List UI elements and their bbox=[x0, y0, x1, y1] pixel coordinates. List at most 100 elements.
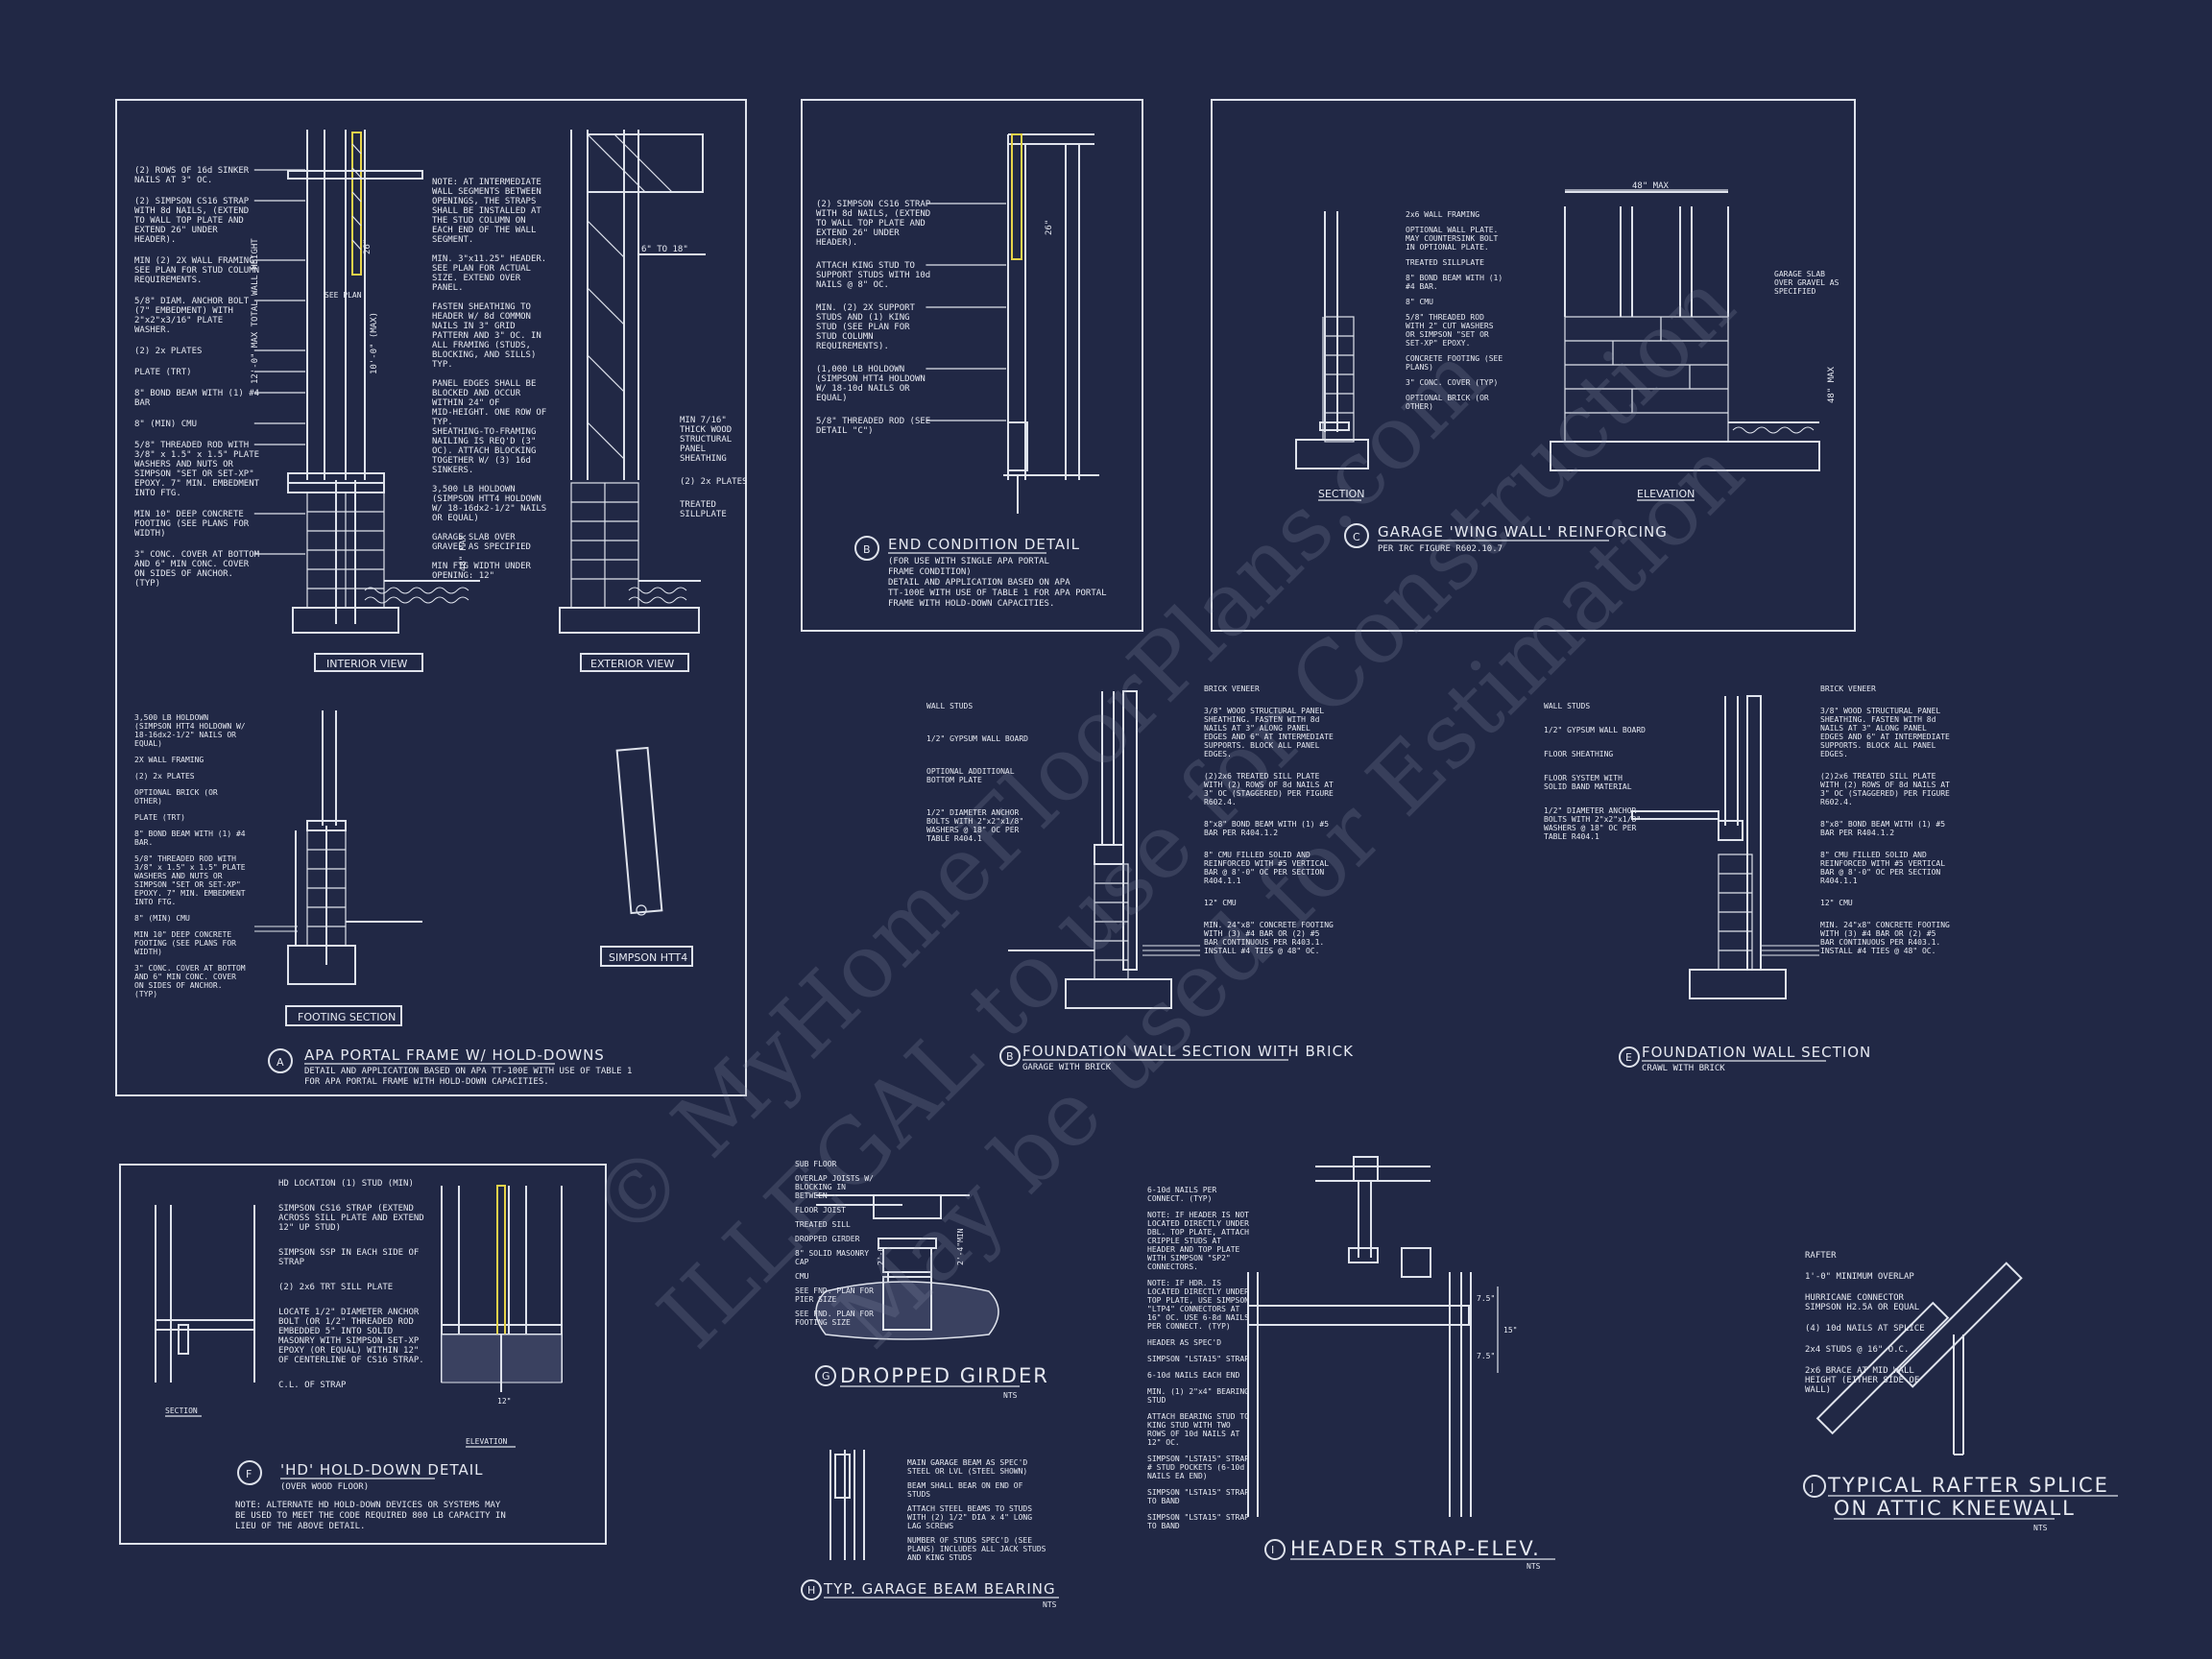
detail-c-title: GARAGE 'WING WALL' REINFORCING bbox=[1378, 523, 1668, 541]
detail-f-note-3: LIEU OF THE ABOVE DETAIL. bbox=[235, 1522, 365, 1531]
note-text: 8" (MIN) CMU bbox=[134, 914, 190, 923]
detail-c-section-drawing bbox=[1295, 211, 1369, 469]
see-plan: SEE PLAN bbox=[325, 291, 362, 300]
detail-i-nts: NTS bbox=[1527, 1562, 1541, 1571]
simpson-box bbox=[600, 946, 693, 967]
i-dim-15: 15" bbox=[1503, 1326, 1517, 1334]
detail-a-footing-drawing bbox=[254, 710, 663, 985]
detail-i-bubble bbox=[1264, 1539, 1286, 1560]
note-text: C.L. OF STRAP bbox=[278, 1381, 347, 1390]
detail-b1-sub-2: FRAME CONDITION) bbox=[888, 567, 972, 577]
note-text: 3" CONC. COVER (TYP) bbox=[1406, 378, 1498, 387]
note-text: SUB FLOOR bbox=[795, 1160, 837, 1168]
note-text: TREATED SILL bbox=[795, 1220, 851, 1229]
detail-e-title: FOUNDATION WALL SECTION bbox=[1642, 1044, 1871, 1061]
g-dim-24: 2'-4"MIN bbox=[956, 1228, 965, 1265]
detail-c-letter: C bbox=[1353, 531, 1360, 543]
note-text: PLATE (TRT) bbox=[134, 813, 185, 822]
detail-b2-drawing bbox=[1008, 690, 1200, 1009]
f-elevation-label: ELEVATION bbox=[466, 1437, 508, 1446]
detail-a-exterior-drawing bbox=[559, 130, 706, 634]
note-text: 6-10d NAILS EACH END bbox=[1147, 1371, 1240, 1380]
note-text: (2) 2x PLATES bbox=[134, 772, 195, 781]
note-text: HD LOCATION (1) STUD (MIN) bbox=[278, 1179, 414, 1189]
note-text: (2) 2x PLATES bbox=[134, 347, 202, 356]
i-dim-7a: 7.5" bbox=[1477, 1294, 1495, 1303]
detail-c-subtitle: PER IRC FIGURE R602.10.7 bbox=[1378, 544, 1503, 554]
detail-b1-sub-3: DETAIL AND APPLICATION BASED ON APA bbox=[888, 578, 1070, 588]
detail-g-nts: NTS bbox=[1003, 1391, 1018, 1400]
detail-h-bubble bbox=[801, 1579, 822, 1600]
detail-f-drawing bbox=[155, 1185, 563, 1392]
detail-f-bubble bbox=[237, 1460, 262, 1485]
detail-c-elevation-drawing bbox=[1550, 189, 1820, 471]
detail-c-bubble bbox=[1344, 523, 1369, 548]
detail-a-subtitle-2: FOR APA PORTAL FRAME WITH HOLD-DOWN CAPA… bbox=[304, 1077, 549, 1087]
note-text: BRICK VENEER bbox=[1204, 685, 1260, 693]
note-text: BRICK VENEER bbox=[1820, 685, 1876, 693]
detail-a-subtitle-1: DETAIL AND APPLICATION BASED ON APA TT-1… bbox=[304, 1067, 632, 1076]
panel-c-border bbox=[1211, 99, 1856, 632]
c-dim-48max-v: 48" MAX bbox=[1827, 366, 1837, 403]
detail-a-footing-notes: 3,500 LB HOLDOWN(SIMPSON HTT4 HOLDOWN W/… bbox=[134, 713, 246, 998]
detail-f-title: 'HD' HOLD-DOWN DETAIL bbox=[280, 1461, 484, 1479]
note-text: HEADER AS SPEC'D bbox=[1147, 1338, 1221, 1347]
dim-48max: 48" MAX bbox=[459, 534, 469, 571]
detail-i-title: HEADER STRAP-ELEV. bbox=[1290, 1537, 1541, 1560]
detail-e-subtitle: CRAWL WITH BRICK bbox=[1642, 1064, 1725, 1073]
panel-f-border bbox=[119, 1164, 607, 1545]
note-text: SIMPSON "LSTA15" STRAP bbox=[1147, 1355, 1249, 1363]
c-elevation-label: ELEVATION bbox=[1637, 488, 1695, 500]
note-text: DROPPED GIRDER bbox=[795, 1235, 860, 1243]
detail-b1-drawing bbox=[1003, 133, 1099, 514]
note-text: 2X WALL FRAMING bbox=[134, 756, 204, 764]
note-text: 2x4 STUDS @ 16" O.C. bbox=[1805, 1345, 1909, 1355]
detail-f-letter: F bbox=[246, 1468, 252, 1480]
note-text: WALL STUDS bbox=[926, 702, 973, 710]
note-text: 8" (MIN) CMU bbox=[134, 420, 197, 429]
detail-h-title: TYP. GARAGE BEAM BEARING bbox=[823, 1580, 1056, 1598]
detail-i-drawing bbox=[1247, 1156, 1499, 1517]
detail-b2-bubble bbox=[999, 1046, 1021, 1067]
detail-a-bubble bbox=[268, 1048, 293, 1073]
